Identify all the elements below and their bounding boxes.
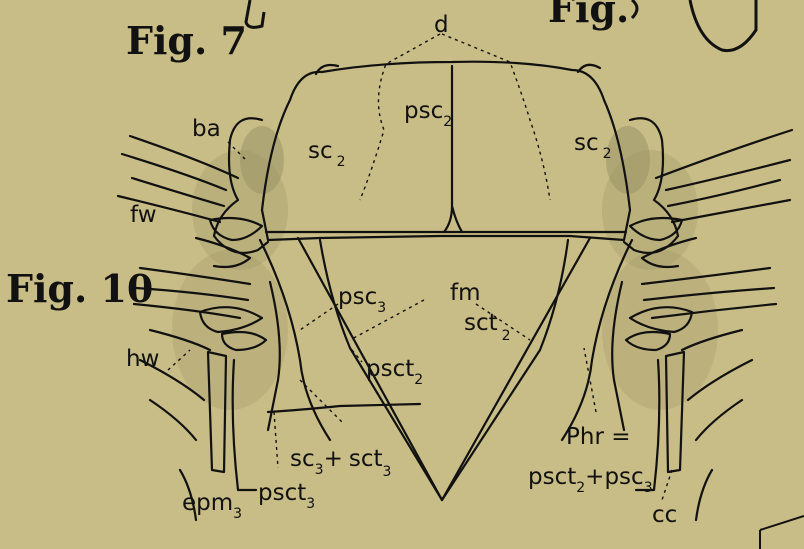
label-fw: fw <box>130 202 157 228</box>
figure-title-fig10: Fig. 10 <box>6 266 153 311</box>
figure-title-fig7: Fig. 7 <box>126 18 247 63</box>
stipple-ba-left <box>240 126 284 194</box>
figure-title-partial: Fig. <box>548 0 629 31</box>
stipple-ba-right <box>606 126 650 194</box>
label-ba: ba <box>192 116 221 142</box>
label-fm: fm <box>450 280 481 306</box>
label-cc: cc <box>652 502 677 528</box>
label-phr-line1: Phr = <box>566 424 631 450</box>
label-d: d <box>434 12 449 38</box>
label-hw: hw <box>126 346 159 372</box>
